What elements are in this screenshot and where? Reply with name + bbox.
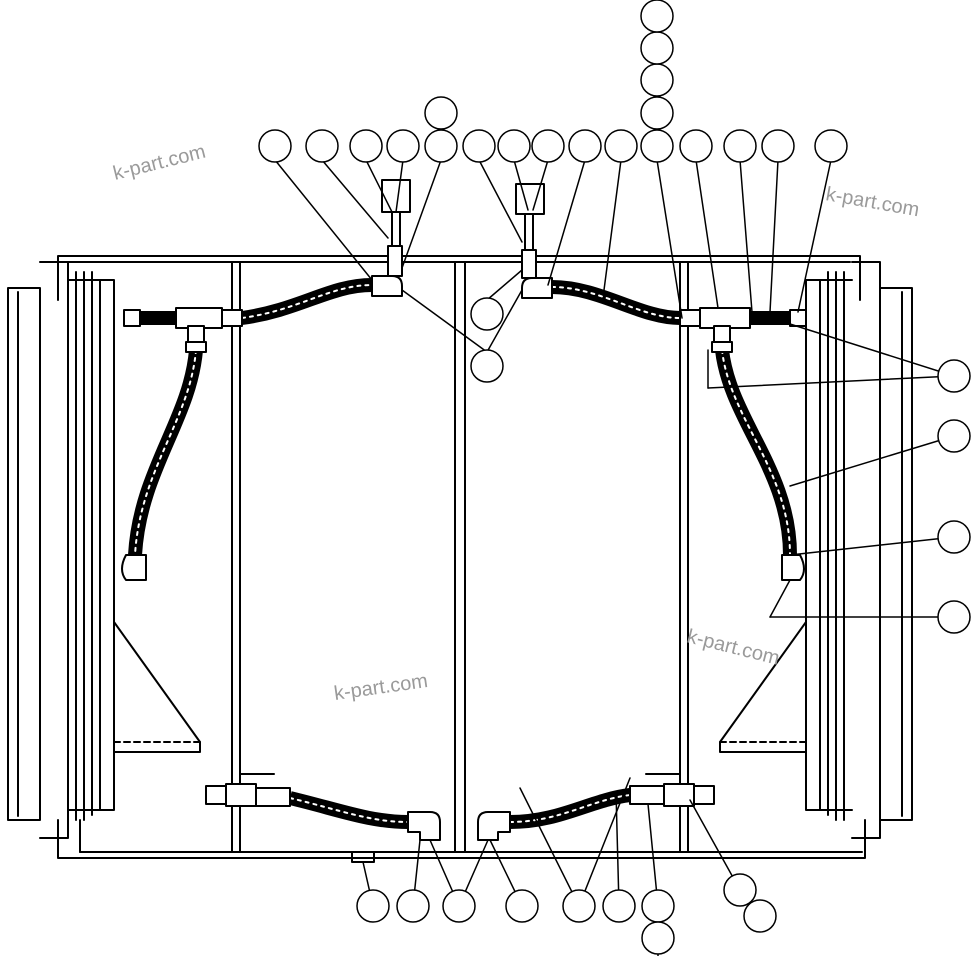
watermark: k-part.com: [824, 183, 921, 221]
hoses: [128, 278, 797, 829]
watermark: k-part.com: [333, 670, 430, 705]
fittings: [121, 179, 807, 841]
callout: [424, 129, 458, 163]
hose-top-right-long: [551, 280, 681, 325]
callout: [814, 129, 848, 163]
callout: [937, 520, 971, 554]
hose-highlights: [134, 284, 791, 823]
callout: [568, 129, 602, 163]
callout: [470, 297, 504, 331]
callout: [604, 129, 638, 163]
callout: [937, 359, 971, 393]
callout: [640, 96, 674, 130]
callout: [424, 96, 458, 130]
callout: [386, 129, 420, 163]
callout: [442, 889, 476, 923]
callouts: [258, 0, 971, 955]
callout: [640, 63, 674, 97]
watermark: k-part.com: [685, 626, 782, 670]
callout: [349, 129, 383, 163]
callout: [640, 31, 674, 65]
callout: [723, 873, 757, 907]
hose-right-vertical: [715, 349, 797, 556]
watermark: k-part.com: [111, 141, 208, 185]
callout: [470, 349, 504, 383]
callout: [640, 0, 674, 33]
callout: [641, 921, 675, 955]
callout: [497, 129, 531, 163]
callout: [761, 129, 795, 163]
right-radiator-shroud: [819, 261, 913, 839]
callout: [356, 889, 390, 923]
callout: [602, 889, 636, 923]
callout: [531, 129, 565, 163]
callout: [258, 129, 292, 163]
callout: [505, 889, 539, 923]
callout: [305, 129, 339, 163]
callout: [562, 889, 596, 923]
callout: [937, 419, 971, 453]
callout: [640, 129, 674, 163]
lower-brackets: [113, 621, 807, 863]
callout: [743, 899, 777, 933]
hose-left-vertical: [128, 349, 203, 556]
radiator-frame: [57, 255, 866, 859]
callout: [396, 889, 430, 923]
callout: [679, 129, 713, 163]
callout: [462, 129, 496, 163]
callout: [723, 129, 757, 163]
callout: [641, 889, 675, 923]
left-radiator-shroud: [7, 261, 101, 839]
callout: [937, 600, 971, 634]
